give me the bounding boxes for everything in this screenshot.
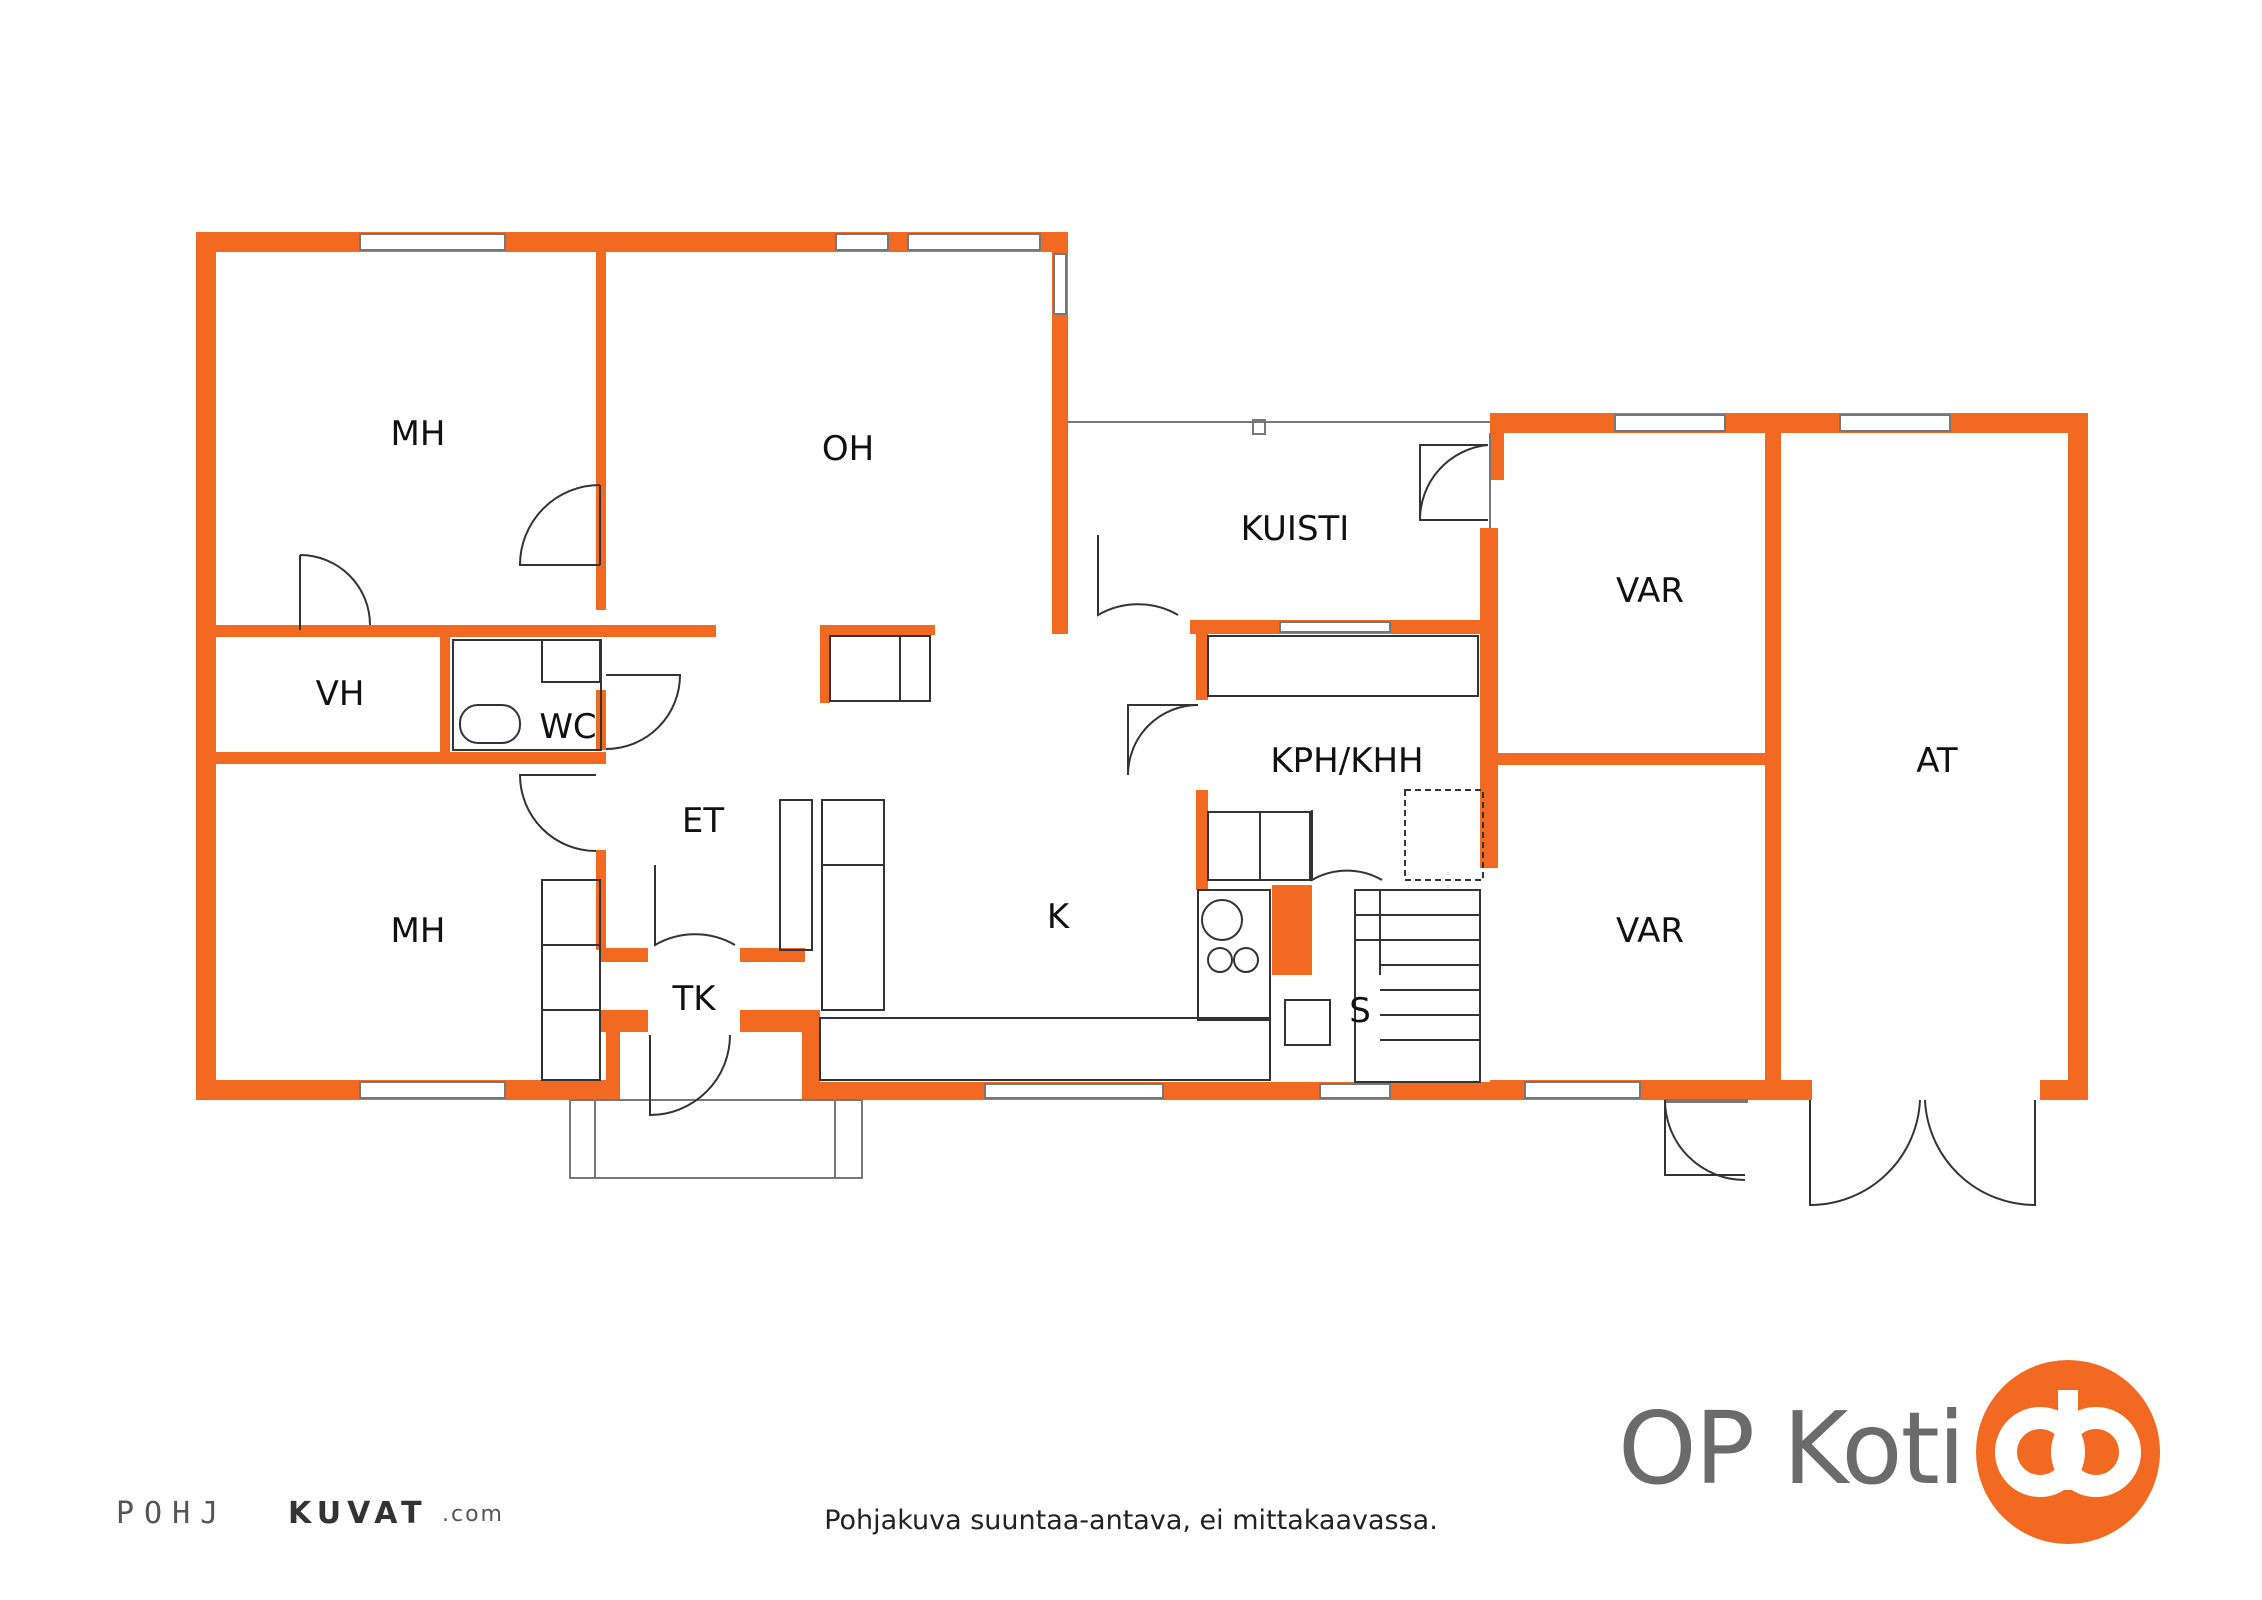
thin-walls xyxy=(569,419,1748,1179)
fixtures xyxy=(452,635,1484,1083)
windows xyxy=(359,233,1951,1099)
doors xyxy=(299,444,2036,1207)
watermark-left: POHJ xyxy=(116,1496,229,1531)
watermark-right: KUVAT xyxy=(288,1496,428,1531)
label-kuisti: KUISTI xyxy=(1241,509,1350,549)
watermark-suffix: .com xyxy=(442,1502,504,1527)
label-k: K xyxy=(1047,897,1071,937)
label-s: S xyxy=(1349,991,1371,1031)
op-logo-icon xyxy=(1976,1360,2160,1544)
caption: Pohjakuva suuntaa-antava, ei mittakaavas… xyxy=(824,1505,1438,1536)
label-mh-top: MH xyxy=(391,414,446,454)
label-oh: OH xyxy=(822,429,874,469)
brand-name: OP Koti xyxy=(1618,1390,1966,1507)
label-var-bottom: VAR xyxy=(1616,911,1684,951)
label-mh-bottom: MH xyxy=(391,911,446,951)
label-kph-khh: KPH/KHH xyxy=(1270,741,1423,781)
label-et: ET xyxy=(682,801,724,841)
label-at: AT xyxy=(1916,741,1958,781)
watermark: POHJ KUVAT .com xyxy=(116,1490,516,1540)
label-vh: VH xyxy=(316,674,365,714)
label-tk: TK xyxy=(671,979,717,1019)
walls xyxy=(196,232,2088,1100)
room-labels: MH OH KUISTI VAR VH WC KPH/KHH AT ET K M… xyxy=(316,414,1958,1031)
label-var-top: VAR xyxy=(1616,571,1684,611)
label-wc: WC xyxy=(539,707,596,747)
